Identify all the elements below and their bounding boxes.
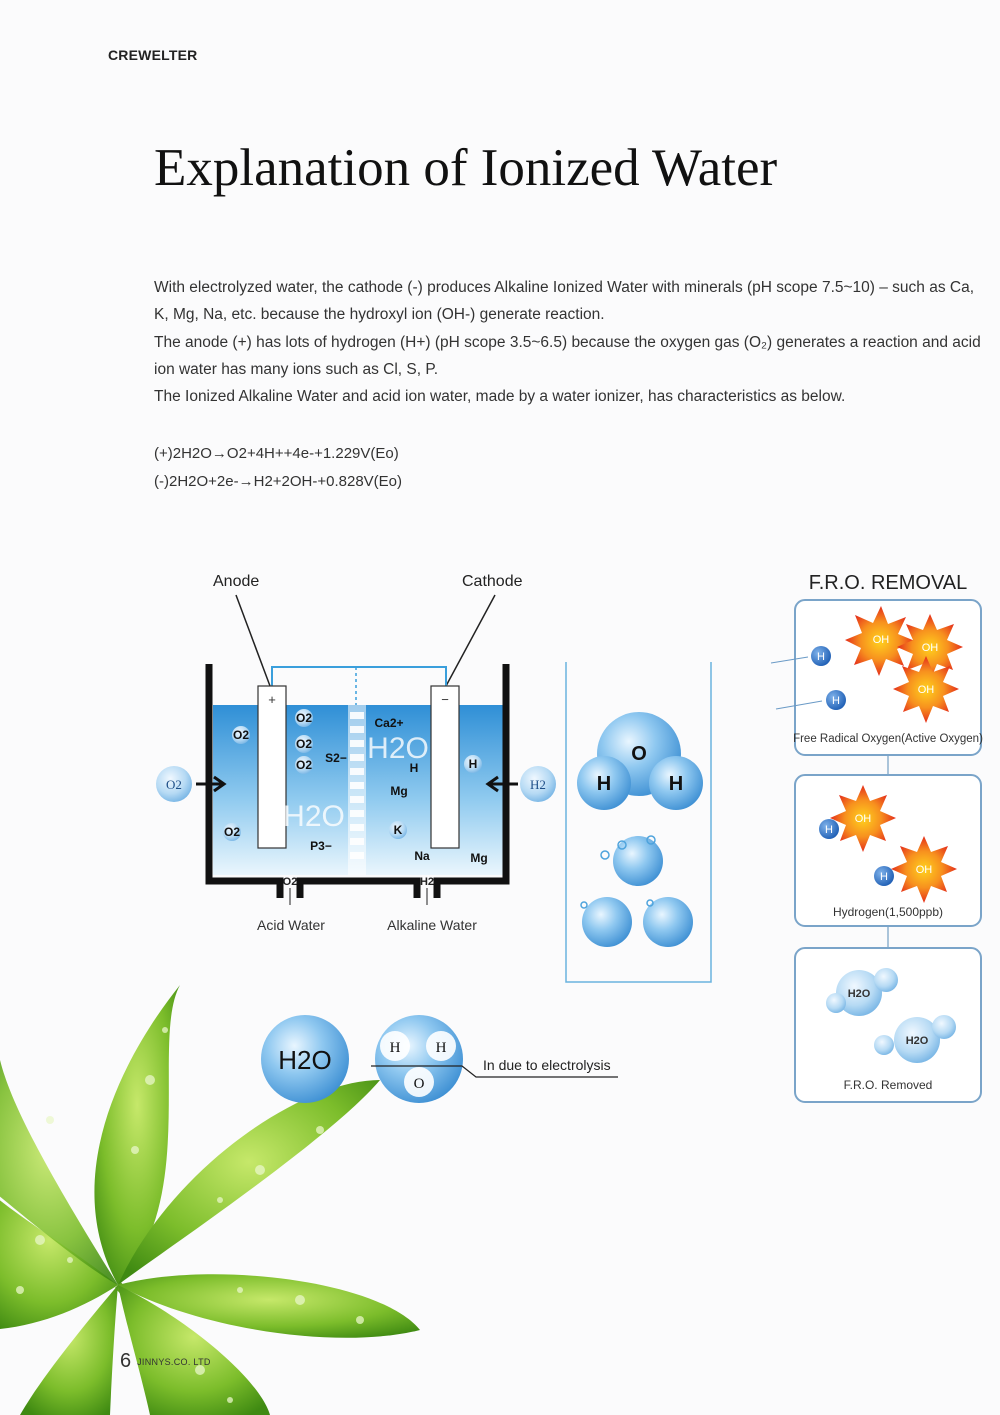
small-cluster-a	[613, 836, 663, 886]
h-ion-1	[811, 646, 831, 666]
fro-card-hydrogen	[794, 774, 982, 927]
o2-outside-label: O2	[166, 777, 182, 792]
svg-text:OH: OH	[855, 813, 872, 825]
ion-o2-b: O2	[296, 711, 312, 725]
small-cluster-c	[643, 897, 693, 947]
h2-outside-label: H2	[530, 777, 546, 792]
split-h-right: H	[436, 1040, 447, 1056]
svg-text:H2O: H2O	[848, 988, 871, 1000]
acid-outlet-gas: O2	[283, 876, 298, 888]
acid-water-label: Acid Water	[257, 917, 325, 933]
ion-o2-d: O2	[296, 758, 312, 772]
cathode-electrode	[430, 685, 460, 849]
anode-equation: (+)2H2O→O2+4H++4e-+1.229V(Eo)	[154, 445, 399, 462]
ion-o2-c: O2	[296, 737, 312, 751]
hydrogen-atom-right	[649, 756, 703, 810]
o2-outside-bubble	[156, 766, 192, 802]
paragraph-1: With electrolyzed water, the cathode (-)…	[154, 279, 975, 324]
h2o-sphere	[261, 1015, 349, 1103]
svg-text:H: H	[825, 824, 833, 836]
svg-text:OH: OH	[916, 864, 933, 876]
svg-text:H: H	[880, 871, 888, 883]
intro-text: With electrolyzed water, the cathode (-)…	[154, 274, 984, 410]
cathode-equation: (-)2H2O+2e-→H2+2OH-+0.828V(Eo)	[154, 472, 403, 490]
small-cluster-b	[582, 897, 632, 947]
h2o-sphere-label: H2O	[278, 1045, 331, 1075]
cathode-label: Cathode	[462, 573, 523, 590]
h-ion-4	[874, 866, 894, 886]
ion-potassium: K	[394, 823, 403, 837]
svg-text:OH: OH	[873, 634, 890, 646]
h2o-bubble-1	[836, 970, 882, 1016]
electrolysis-pointer	[371, 1065, 618, 1078]
ion-h-a: H	[410, 761, 419, 775]
fro-caption-3: F.R.O. Removed	[844, 1078, 933, 1092]
ion-sulfide: S2−	[325, 751, 347, 765]
svg-text:H: H	[832, 695, 840, 707]
fro-card-free-radical	[794, 599, 982, 756]
hydrogen-atom-left	[577, 756, 631, 810]
brand-header: CREWELTER	[108, 47, 198, 63]
plus-sign: +	[268, 692, 276, 707]
ion-calcium: Ca2+	[374, 716, 403, 730]
split-o: O	[414, 1076, 425, 1092]
water-h2o-b: H2O	[283, 800, 345, 833]
oh-burst-2	[897, 614, 963, 681]
anode-label: Anode	[213, 573, 259, 590]
split-h-left: H	[390, 1040, 401, 1056]
svg-text:H2O: H2O	[906, 1035, 929, 1047]
electrolysis-diagram: Anode Cathode + − O2	[156, 573, 556, 933]
fro-caption-1: Free Radical Oxygen(Active Oxygen)	[793, 733, 983, 745]
alkaline-water-label: Alkaline Water	[387, 917, 477, 933]
fro-title: F.R.O. REMOVAL	[809, 572, 968, 594]
hydrogen-label-right: H	[669, 773, 683, 795]
svg-text:H: H	[817, 651, 825, 663]
ion-sodium: Na	[414, 849, 430, 863]
paragraph-2: The anode (+) has lots of hydrogen (H+) …	[154, 333, 981, 378]
minus-sign: −	[441, 692, 449, 707]
tank-walls	[205, 664, 510, 898]
oxygen-label: O	[631, 743, 647, 765]
h2o-bubble-2	[894, 1017, 940, 1063]
ion-mg-a: Mg	[390, 784, 407, 798]
anode-electrode	[257, 685, 287, 849]
o2-arrow	[196, 775, 227, 793]
leaf-illustration	[0, 985, 420, 1415]
circuit-wire	[271, 666, 447, 686]
fro-removal-panel: F.R.O. REMOVAL H H OH OH OH Free Radical…	[770, 572, 983, 1103]
h2-arrow	[485, 775, 518, 793]
oh-burst-3	[893, 656, 959, 723]
oh-burst-5	[891, 836, 957, 903]
ion-h-b: H	[469, 757, 478, 771]
page-title: Explanation of Ionized Water	[154, 139, 778, 197]
anode-pointer	[235, 594, 271, 687]
ion-phosphide: P3−	[310, 839, 332, 853]
ion-o2-a: O2	[233, 728, 249, 742]
oh-burst-4	[830, 785, 896, 852]
paragraph-3: The Ionized Alkaline Water and acid ion …	[154, 388, 846, 406]
electrolysis-caption: In due to electrolysis	[483, 1057, 611, 1073]
fro-caption-2: Hydrogen(1,500ppb)	[833, 905, 943, 919]
company-name: JINNYS.CO. LTD	[137, 1356, 211, 1367]
h2-outside-bubble	[520, 766, 556, 802]
cathode-pointer	[445, 594, 496, 687]
membrane	[348, 705, 366, 875]
ion-o2-e: O2	[224, 825, 240, 839]
equations: (+)2H2O→O2+4H++4e-+1.229V(Eo) (-)2H2O+2e…	[154, 440, 402, 495]
hydrogen-label-left: H	[597, 773, 611, 795]
molecule-container: O H H	[565, 662, 712, 983]
h-ion-2	[826, 690, 846, 710]
alkaline-outlet-gas: H2	[420, 876, 434, 888]
h-ion-3	[819, 819, 839, 839]
page-footer: 6 JINNYS.CO. LTD	[120, 1350, 211, 1373]
water-h2o-a: H2O	[367, 732, 429, 765]
ion-mg-b: Mg	[470, 851, 487, 865]
oh-burst-1	[845, 606, 915, 676]
bottom-molecules: H2O H H O In due to electrolysis	[261, 1015, 618, 1103]
svg-text:OH: OH	[922, 642, 939, 654]
svg-text:OH: OH	[918, 684, 935, 696]
page-number: 6	[120, 1350, 132, 1372]
